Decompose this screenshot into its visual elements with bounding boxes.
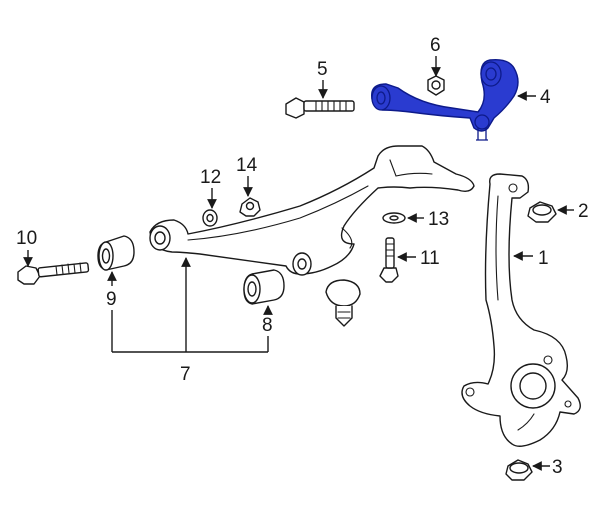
lower-control-arm[interactable]: [149, 145, 475, 327]
leader-lines: [23, 56, 574, 471]
washer-12[interactable]: [202, 209, 218, 227]
callout-4: 4: [540, 87, 551, 108]
steering-knuckle[interactable]: [461, 173, 581, 447]
callout-8: 8: [262, 315, 273, 336]
callout-12: 12: [200, 167, 221, 188]
callout-5: 5: [317, 59, 328, 80]
lower-arm-rear-bushing[interactable]: [243, 269, 285, 305]
callout-7: 7: [180, 364, 191, 385]
callout-9: 9: [106, 289, 117, 310]
callout-labels: 1 2 3 4 5 6 7 8 9 10 11 12 13 14: [16, 35, 589, 478]
lower-arm-bolt[interactable]: [17, 262, 90, 285]
upper-arm-nut[interactable]: [427, 75, 445, 96]
knuckle-nut-lower[interactable]: [505, 459, 533, 481]
washer-13[interactable]: [382, 212, 406, 224]
lower-arm-front-bushing[interactable]: [97, 235, 135, 271]
callout-14: 14: [236, 155, 258, 176]
callout-13: 13: [428, 209, 449, 230]
callout-3: 3: [552, 457, 563, 478]
knuckle-bolt[interactable]: [379, 237, 399, 283]
upper-arm-bolt[interactable]: [285, 97, 355, 119]
callout-11: 11: [420, 248, 440, 269]
upper-control-arm[interactable]: [371, 58, 519, 141]
knuckle-nut-upper[interactable]: [527, 201, 557, 223]
callout-1: 1: [538, 248, 549, 269]
nut-14[interactable]: [239, 197, 261, 217]
callout-2: 2: [578, 201, 589, 222]
callout-6: 6: [430, 35, 441, 56]
callout-10: 10: [16, 228, 37, 249]
